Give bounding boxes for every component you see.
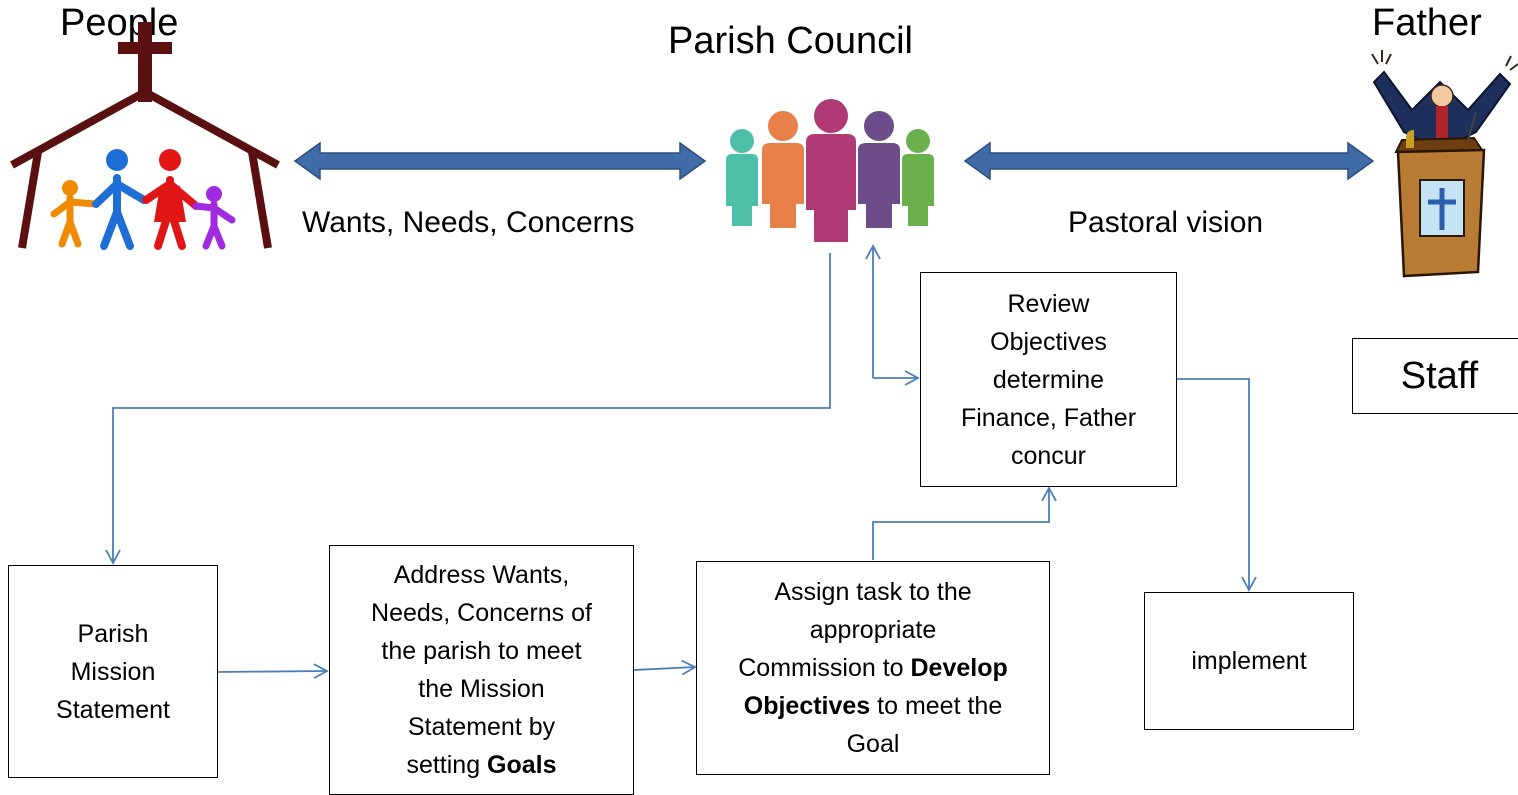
review-line: Finance, Father xyxy=(960,403,1137,432)
assign-line: Commission to Develop xyxy=(738,654,1008,682)
group-of-people-icon xyxy=(726,99,934,242)
church-family-icon xyxy=(10,22,280,250)
council-father-arrow xyxy=(963,141,1375,181)
address-line: Statement by xyxy=(407,713,556,741)
address-line-goals: setting Goals xyxy=(406,751,557,779)
mission-line: Mission xyxy=(70,657,156,686)
assign-line: appropriate xyxy=(809,616,937,644)
review-objectives-box: Review Objectives determine Finance, Fat… xyxy=(920,272,1177,487)
address-line: the Mission xyxy=(418,675,545,703)
address-to-assign-arrow xyxy=(633,659,697,676)
address-line: Address Wants, xyxy=(393,561,570,589)
review-line: Review xyxy=(1007,289,1090,318)
review-to-implement-arrow xyxy=(1177,378,1257,592)
staff-box: Staff xyxy=(1352,338,1518,414)
father-heading: Father xyxy=(1372,2,1482,44)
review-line: Objectives xyxy=(990,327,1107,356)
implement-label: implement xyxy=(1191,647,1307,675)
assign-line: Goal xyxy=(846,730,900,758)
assign-task-box: Assign task to the appropriate Commissio… xyxy=(696,561,1050,775)
priest-at-pulpit-icon xyxy=(1371,50,1518,278)
council-to-father-label: Pastoral vision xyxy=(1068,206,1264,239)
implement-box: implement xyxy=(1144,592,1354,730)
people-heading: People xyxy=(60,2,179,44)
mission-line: Parish xyxy=(77,619,149,648)
mission-line: Statement xyxy=(56,695,170,724)
goals-bold: Goals xyxy=(487,751,557,779)
parish-council-heading: Parish Council xyxy=(668,20,913,62)
address-goals-box: Address Wants, Needs, Concerns of the pa… xyxy=(329,545,634,795)
assign-line: Assign task to the xyxy=(774,578,972,606)
assign-to-review-arrow xyxy=(872,486,1057,560)
assign-line: Objectives to meet the xyxy=(743,692,1003,720)
mission-statement-box: Parish Mission Statement xyxy=(8,565,218,778)
objectives-bold: Objectives xyxy=(743,692,871,720)
review-line: concur xyxy=(1010,441,1087,470)
council-to-mission-arrow xyxy=(105,253,831,565)
address-line: Needs, Concerns of xyxy=(371,599,592,627)
address-line: the parish to meet xyxy=(381,637,582,665)
people-to-council-label: Wants, Needs, Concerns xyxy=(302,206,635,239)
review-line: determine xyxy=(992,365,1105,394)
people-council-arrow xyxy=(293,141,707,181)
develop-bold: Develop xyxy=(910,654,1008,682)
staff-label: Staff xyxy=(1400,355,1479,397)
mission-to-address-arrow xyxy=(217,663,329,679)
flow-connectors xyxy=(105,244,1257,679)
